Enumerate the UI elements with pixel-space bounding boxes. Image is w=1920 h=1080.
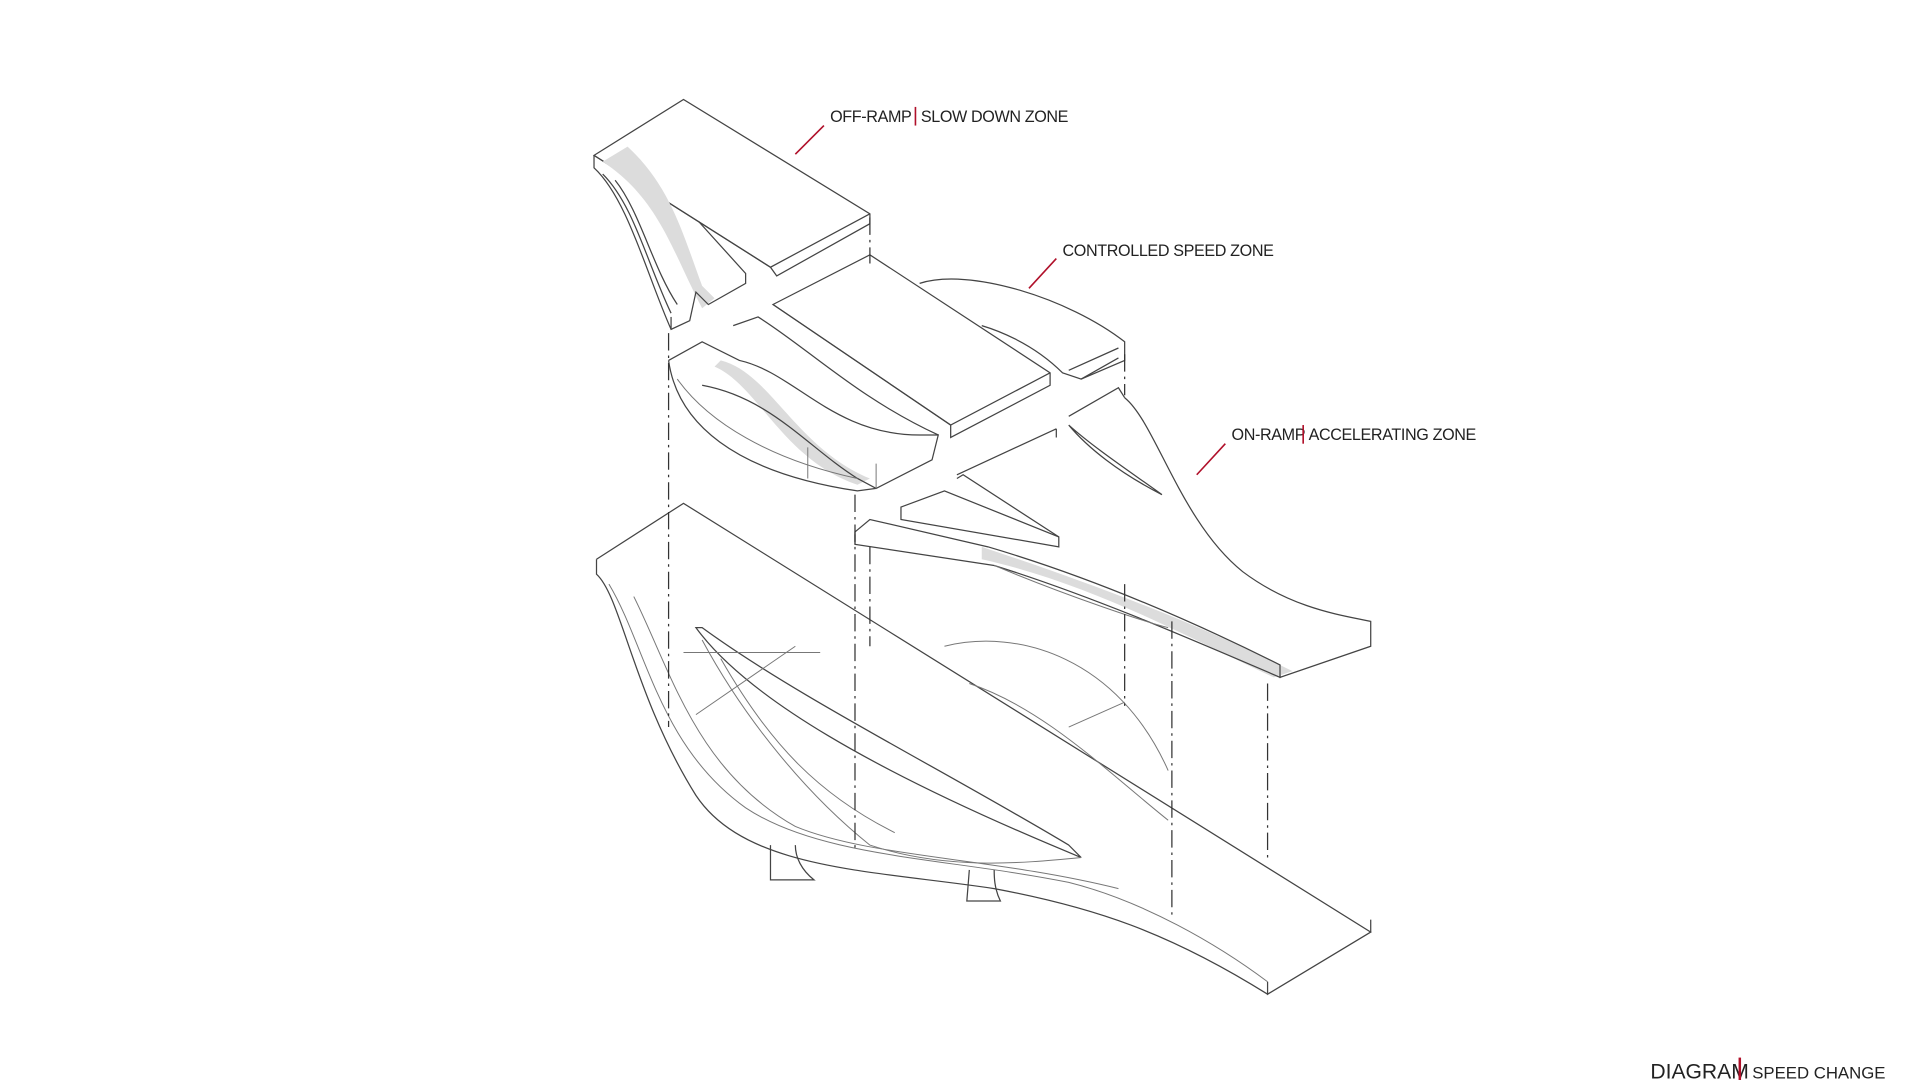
label-on-ramp-right: ACCELERATING ZONE: [1309, 426, 1477, 444]
label-off-ramp-right: SLOW DOWN ZONE: [921, 108, 1069, 126]
label-on-ramp: ON-RAMP ACCELERATING ZONE: [1196, 425, 1477, 476]
controlled-speed-piece: [667, 254, 1126, 492]
on-ramp-piece: [854, 386, 1372, 679]
caption: DIAGRAM SPEED CHANGE: [1650, 1057, 1885, 1080]
label-off-ramp-left: OFF-RAMP: [830, 108, 911, 126]
caption-title: DIAGRAM: [1650, 1061, 1749, 1080]
label-controlled-speed: CONTROLLED SPEED ZONE: [1028, 242, 1275, 289]
label-off-ramp: OFF-RAMP SLOW DOWN ZONE: [794, 106, 1069, 155]
label-on-ramp-left: ON-RAMP: [1232, 426, 1306, 444]
base-deck: [595, 502, 1372, 996]
label-controlled-text: CONTROLLED SPEED ZONE: [1063, 242, 1275, 260]
projection-lines: [667, 217, 1269, 920]
caption-subtitle: SPEED CHANGE: [1752, 1064, 1885, 1080]
